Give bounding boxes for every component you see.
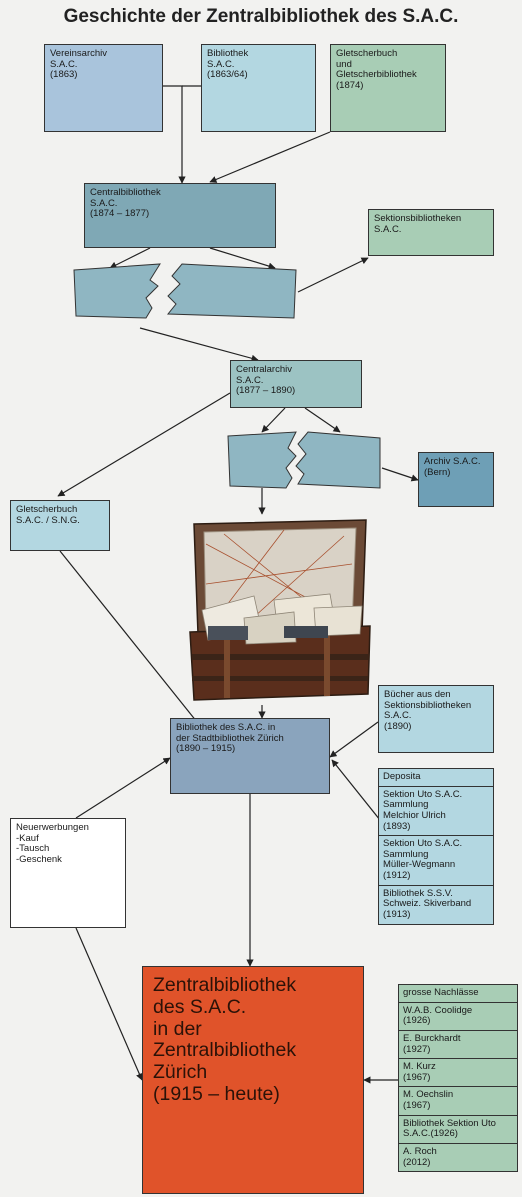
nachlass-item: A. Roch (2012) [398, 1143, 518, 1173]
nachlass-item: M. Kurz (1967) [398, 1059, 518, 1088]
centralbibliothek-box: Centralbibliothek S.A.C. (1874 – 1877) [84, 183, 276, 248]
link-split-centralarchiv [139, 327, 259, 362]
deposita-item: Bibliothek S.S.V. Schweiz. Skiverband (1… [378, 885, 494, 925]
zentralbibliothek-box: Zentralbibliothek des S.A.C. in der Zent… [142, 966, 364, 1194]
link-sektionsbibliotheken [297, 257, 369, 293]
nachlaesse-header: grosse Nachlässe [398, 984, 518, 1003]
archiv-bern-box: Archiv S.A.C. (Bern) [418, 452, 494, 507]
sektionsbibliotheken-box: Sektionsbibliotheken S.A.C. [368, 209, 494, 256]
link-ca-sng [57, 392, 231, 497]
trunk-image [189, 519, 371, 701]
link-central-split-right [209, 247, 276, 270]
link-buecher-stadt [329, 721, 379, 758]
stadtbibliothek-box: Bibliothek des S.A.C. in der Stadtbiblio… [170, 718, 330, 794]
bibliothek-box: Bibliothek S.A.C. (1863/64) [201, 44, 316, 132]
split-shard-1 [73, 263, 297, 319]
deposita-item: Sektion Uto S.A.C. Sammlung Melchior Ulr… [378, 786, 494, 837]
link-neu-stadt [75, 757, 171, 819]
page-title: Geschichte der Zentralbibliothek des S.A… [63, 6, 459, 27]
deposita-header: Deposita [378, 768, 494, 787]
link-ca-split-right [304, 407, 341, 433]
link-gletscherbuch [209, 131, 331, 183]
nachlass-item: E. Burckhardt (1927) [398, 1030, 518, 1060]
link-sng-stadt [59, 550, 206, 733]
split-shard-2 [227, 431, 381, 489]
gletscherbuch-bibliothek-box: Gletscherbuch und Gletscherbibliothek (1… [330, 44, 446, 132]
buecher-sektionen-box: Bücher aus den Sektionsbibliotheken S.A.… [378, 685, 494, 753]
neuerwerbungen-box: Neuerwerbungen -Kauf -Tausch -Geschenk [10, 818, 126, 928]
vereinsarchiv-box: Vereinsarchiv S.A.C. (1863) [44, 44, 163, 132]
link-vereinsarchiv [163, 85, 186, 184]
nachlass-item: Bibliothek Sektion Uto S.A.C.(1926) [398, 1115, 518, 1144]
centralarchiv-box: Centralarchiv S.A.C. (1877 – 1890) [230, 360, 362, 408]
nachlaesse-list: grosse Nachlässe W.A.B. Coolidge (1926) … [398, 984, 518, 1173]
link-central-split-left [109, 247, 151, 269]
deposita-list: Deposita Sektion Uto S.A.C. Sammlung Mel… [378, 768, 494, 925]
gletscherbuch-sng-box: Gletscherbuch S.A.C. / S.N.G. [10, 500, 110, 551]
deposita-item: Sektion Uto S.A.C. Sammlung Müller-Wegma… [378, 836, 494, 886]
nachlass-item: M. Oechslin (1967) [398, 1087, 518, 1116]
nachlass-item: W.A.B. Coolidge (1926) [398, 1002, 518, 1031]
link-ca-split-left [261, 407, 286, 433]
link-split-bern [381, 467, 419, 482]
link-neu-zentral [75, 927, 143, 1081]
